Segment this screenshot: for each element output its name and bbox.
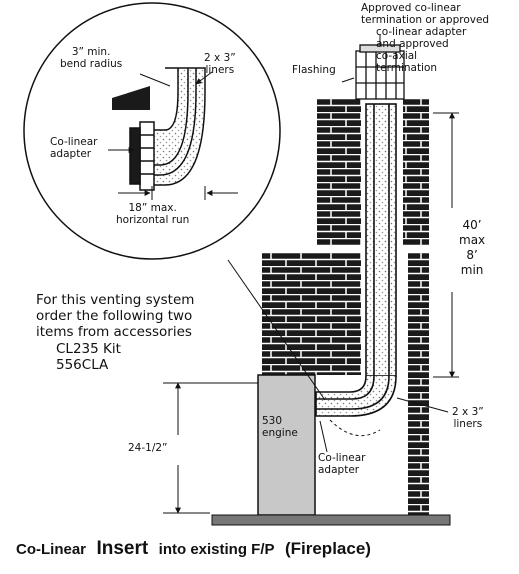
- hearth-height-dimension: [163, 382, 258, 514]
- termination-line-4: and approved: [376, 38, 449, 51]
- engine-line-2: engine: [262, 427, 298, 440]
- termination-line-6: termination: [376, 62, 438, 75]
- adapter-bottom-label: Co-linear adapter: [318, 452, 365, 476]
- bend-leader: [139, 73, 171, 87]
- adapter-bottom-line-1: Co-linear: [318, 452, 366, 464]
- flashing-label: Flashing: [292, 64, 336, 76]
- bend-radius-label: 3” min. bend radius: [60, 46, 122, 70]
- liner-pipes: [315, 103, 397, 417]
- liners-right-line-2: liners: [453, 418, 483, 431]
- liners-top-line-1: 2 x 3”: [204, 52, 236, 64]
- liners-top-line-2: liners: [205, 64, 235, 77]
- caption-part-4: (Fireplace): [284, 539, 371, 558]
- height-range-label: 40’ max 8’ min: [459, 218, 485, 278]
- adapter-top-label: Co-linear adapter: [50, 136, 97, 160]
- hearth-floor: [211, 514, 451, 526]
- horizontal-run-line-2: horizontal run: [116, 214, 190, 227]
- engine-line-1: 530: [262, 415, 283, 427]
- height-min-value: 8’: [466, 248, 478, 262]
- termination-line-3: co-linear adapter: [376, 26, 467, 39]
- diagram-caption: Co-Linear Insert into existing F/P (Fire…: [16, 538, 377, 560]
- caption-part-2: Insert: [96, 538, 149, 559]
- engine-label: 530 engine: [262, 415, 298, 439]
- caption-part-1: Co-Linear: [16, 541, 87, 558]
- note-line-2: order the following two: [36, 308, 193, 325]
- termination-line-2: termination or approved: [361, 14, 490, 27]
- termination-label: Approved co-linear termination or approv…: [361, 2, 489, 74]
- note-part-1: CL235 Kit: [56, 340, 121, 357]
- detail-elbow: [129, 67, 206, 191]
- note-line-3: items from accessories: [36, 324, 192, 341]
- liners-right-leader: [396, 397, 449, 413]
- caption-part-3: into existing F/P: [158, 541, 275, 558]
- bend-radius-line-1: 3” min.: [71, 46, 111, 58]
- note-part-2: 556CLA: [56, 356, 109, 373]
- note-line-1: For this venting system: [36, 292, 195, 308]
- height-max-value: 40’: [462, 218, 482, 232]
- detail-leader: [227, 259, 326, 401]
- horizontal-run-label: 18” max. horizontal run: [116, 202, 189, 226]
- termination-line-5: co-axial: [376, 50, 418, 63]
- bend-radius-line-2: bend radius: [60, 58, 123, 71]
- height-min-word: min: [460, 263, 484, 277]
- termination-line-1: Approved co-linear: [361, 2, 461, 14]
- height-max-word: max: [459, 233, 486, 247]
- flashing-leader: [341, 77, 355, 83]
- adapter-top-line-1: Co-linear: [50, 136, 98, 148]
- horizontal-run-line-1: 18” max.: [128, 202, 177, 214]
- engine-box: [257, 374, 316, 516]
- adapter-bottom-line-2: adapter: [318, 464, 360, 477]
- adapter-top-line-2: adapter: [50, 148, 92, 161]
- detail-wall-cap: [112, 86, 150, 110]
- run-dimension: [118, 186, 238, 200]
- liners-right-label: 2 x 3” liners: [452, 406, 484, 430]
- adapter-bottom-leader: [319, 420, 328, 453]
- liners-top-label: 2 x 3” liners: [204, 52, 236, 76]
- height-dimension: [433, 112, 459, 378]
- hearth-height-label: 24-1/2”: [128, 441, 168, 456]
- liners-top-leader: [195, 71, 213, 85]
- liners-right-line-1: 2 x 3”: [452, 406, 484, 418]
- accessory-note: For this venting system order the follow…: [36, 292, 194, 373]
